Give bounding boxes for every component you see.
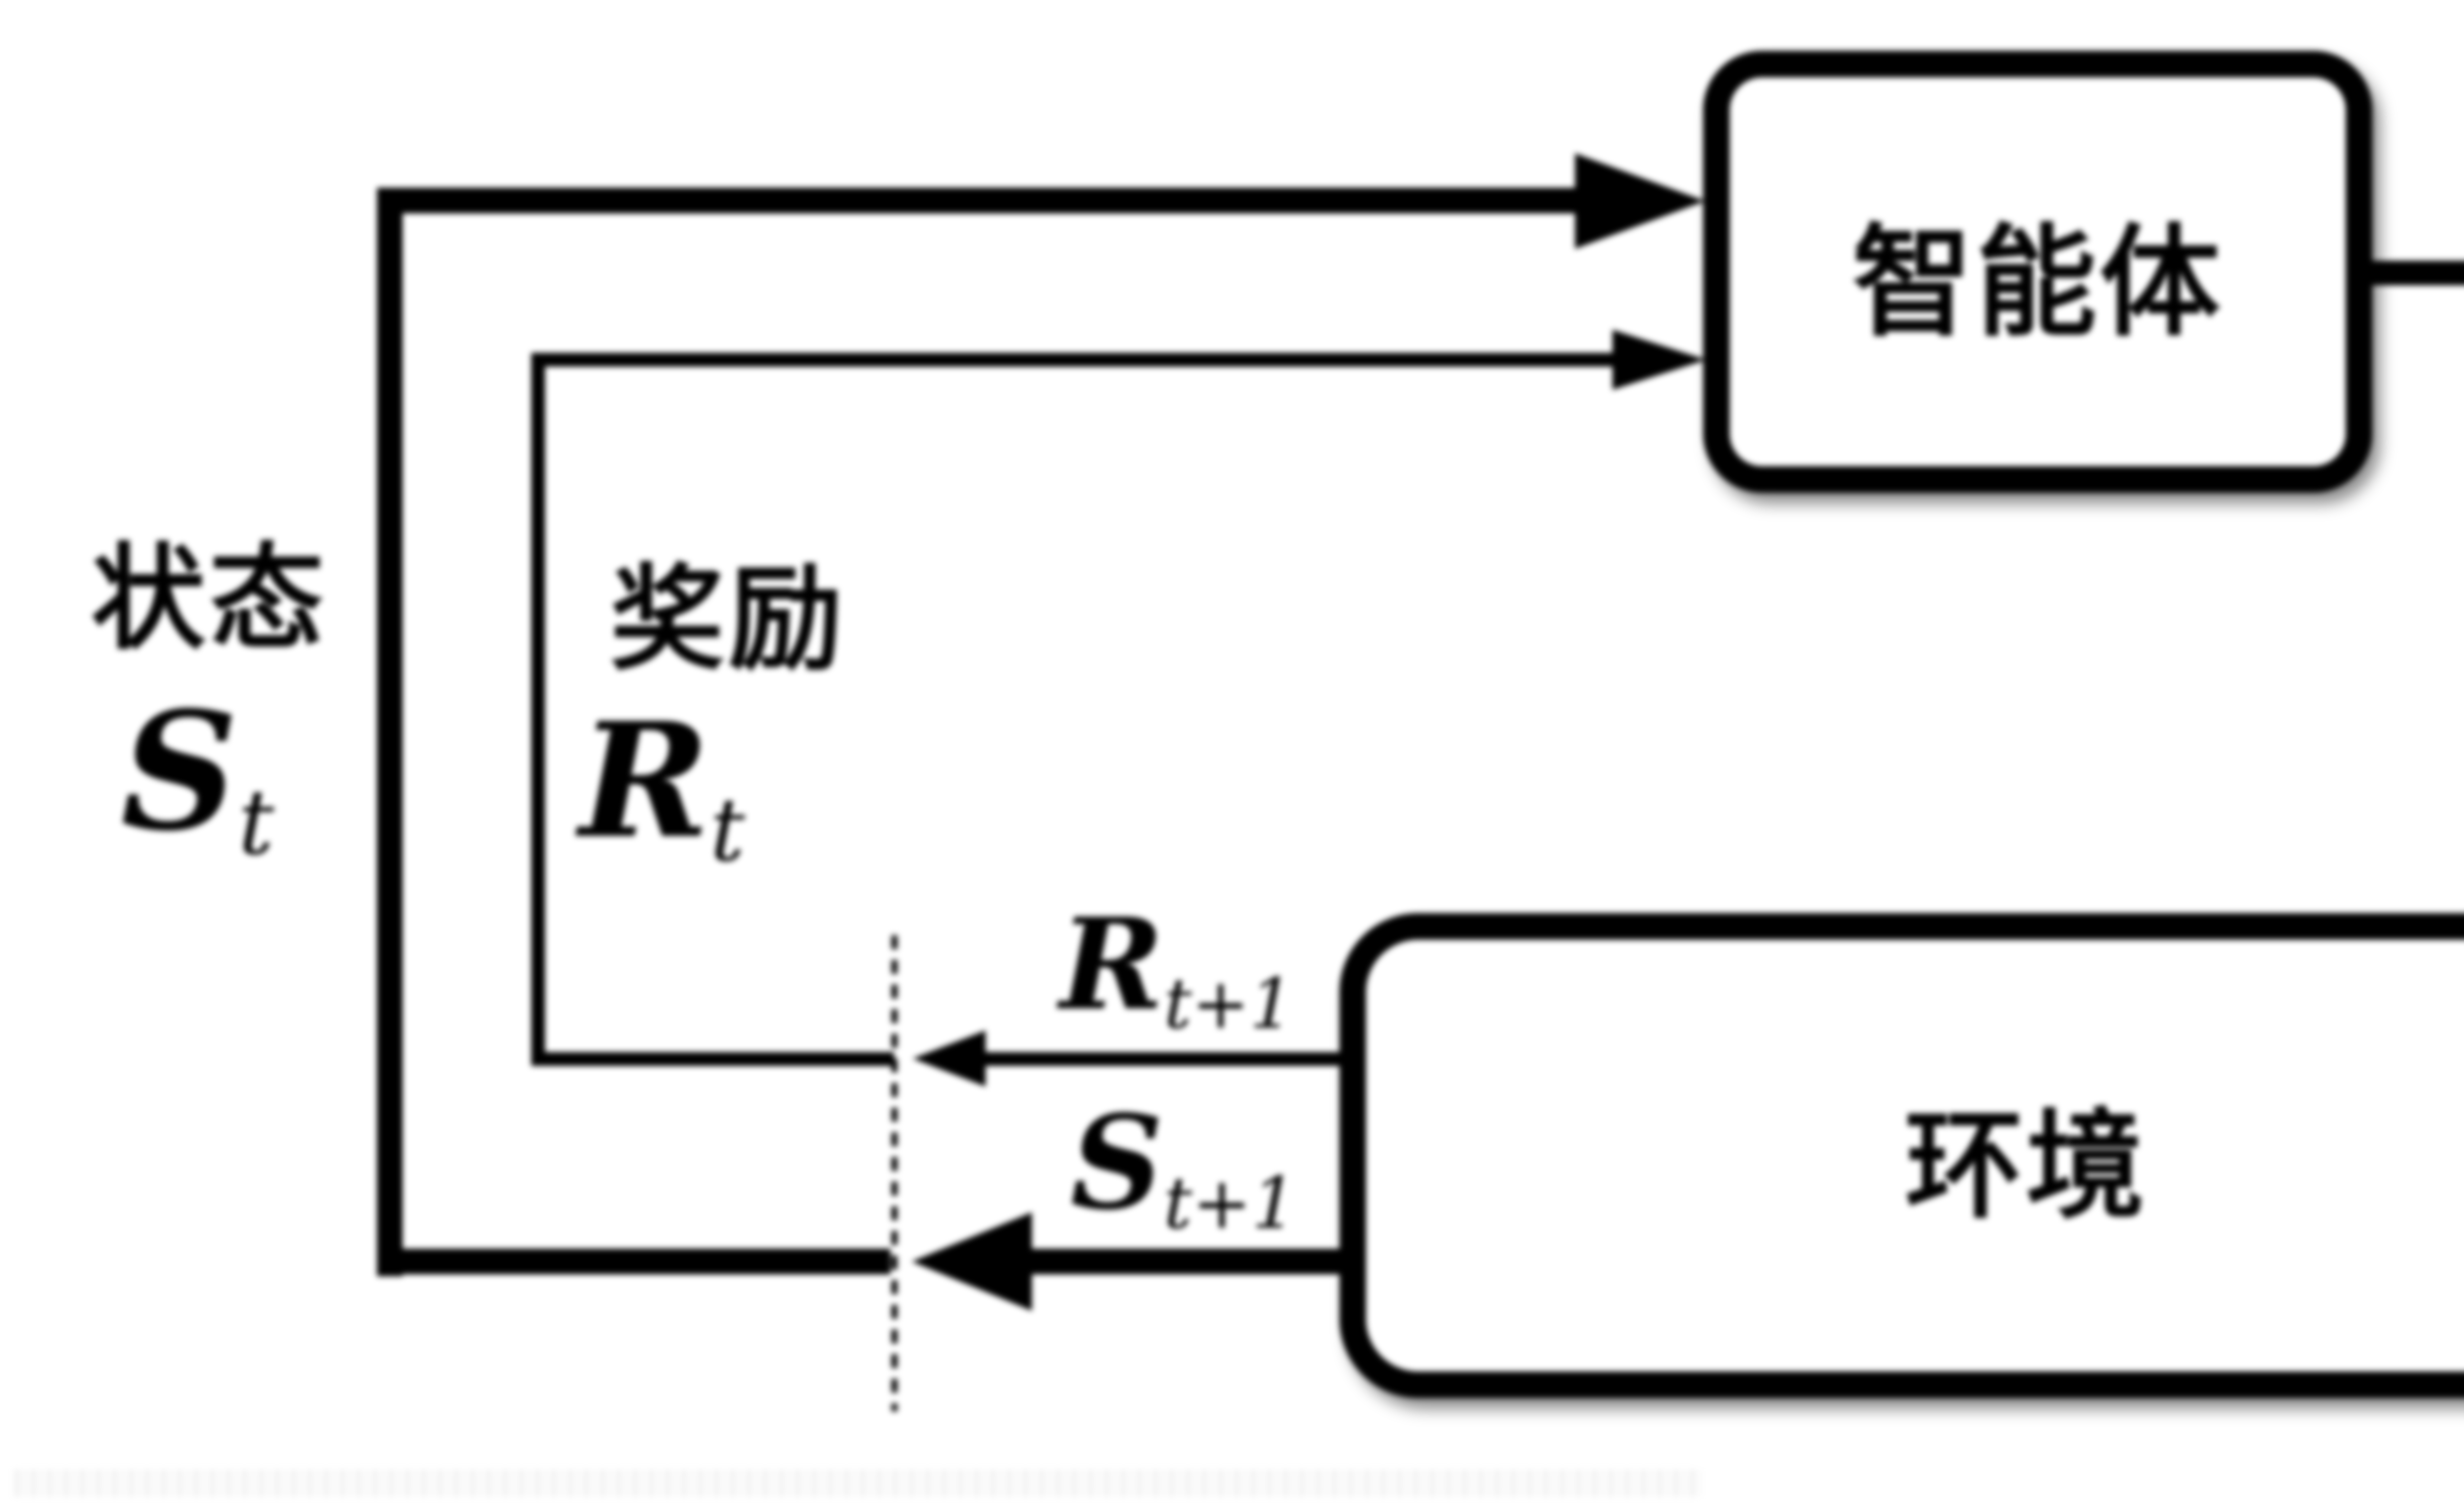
state-line-top [377, 188, 1582, 213]
arrowhead-reward-into-agent [1612, 330, 1706, 390]
state-symbol: St [121, 676, 274, 875]
reward-symbol: Rt [579, 688, 745, 881]
state-label-cn: 状态 [91, 531, 328, 665]
environment-label: 环境 [1905, 1095, 2148, 1235]
reward-line-bottom [531, 1052, 894, 1066]
time-boundary-dashed-line [891, 935, 897, 1411]
reward-line-left [531, 353, 545, 1066]
agent-box: 智能体 [1703, 51, 2372, 493]
agent-label: 智能体 [1852, 211, 2224, 353]
arrowhead-next-state-left [912, 1212, 1032, 1311]
arrowhead-state-into-agent [1575, 153, 1705, 249]
bottom-watermark-strip [15, 1469, 1700, 1497]
next-reward-line [985, 1052, 1366, 1066]
next-state-line [1029, 1249, 1366, 1274]
state-line-bottom [377, 1249, 890, 1274]
arrowhead-next-reward-left [913, 1030, 986, 1087]
action-line-top [2356, 261, 2464, 285]
state-line-left [377, 188, 403, 1276]
environment-box: 环境 [1339, 913, 2464, 1398]
reward-label-cn: 奖励 [610, 551, 847, 686]
next-reward-symbol: Rt+1 [1060, 891, 1294, 1045]
next-state-symbol: St+1 [1070, 1087, 1297, 1245]
reward-line-top [531, 353, 1614, 367]
